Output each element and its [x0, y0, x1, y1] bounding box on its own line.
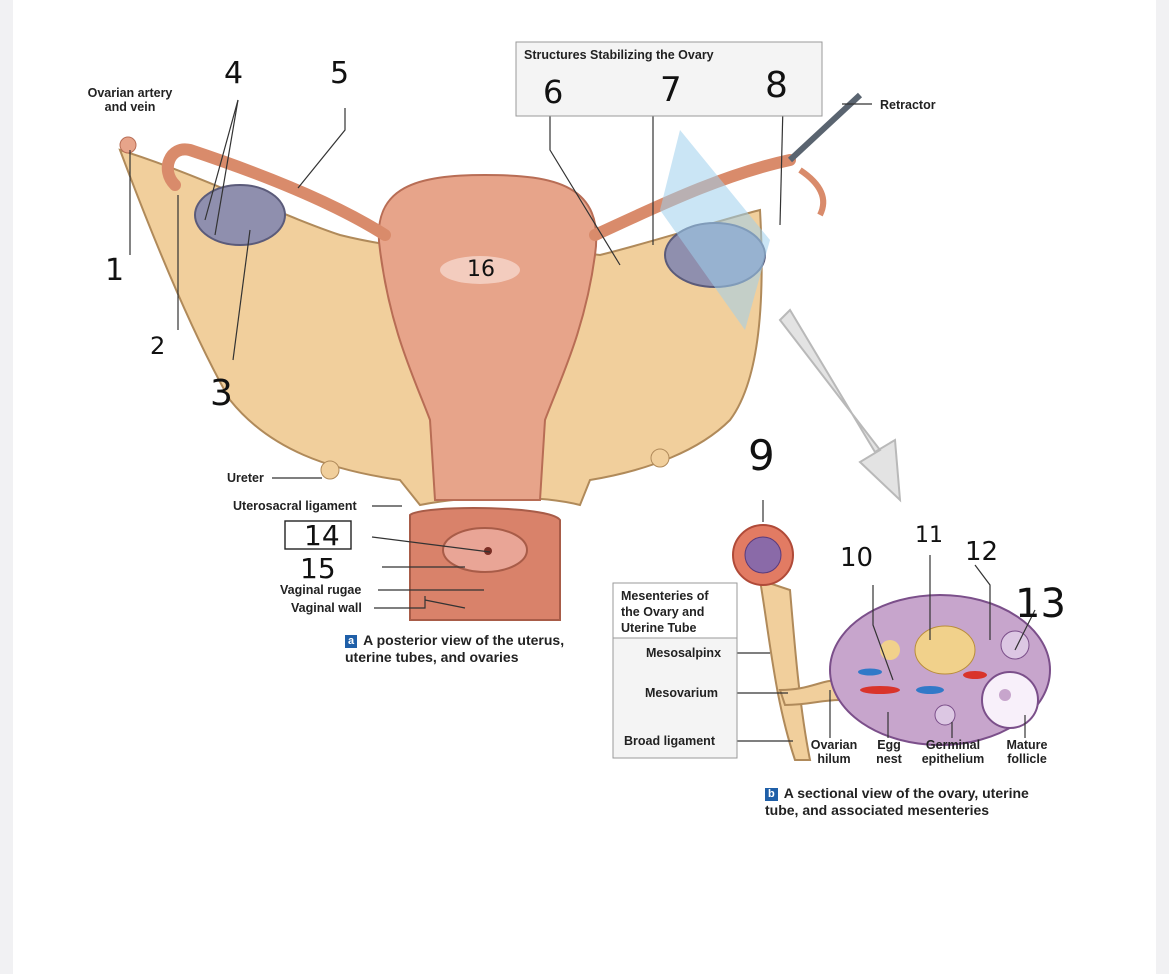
- ovary-left: [194, 184, 286, 246]
- number-15: 15: [300, 552, 336, 585]
- caption-a-tag: a: [345, 635, 358, 648]
- number-13: 13: [1015, 581, 1066, 627]
- number-16: 16: [467, 257, 495, 282]
- label-uterosacral-ligament: Uterosacral ligament: [233, 499, 357, 513]
- label-germinal-epithelium: Germinal epithelium: [921, 738, 985, 766]
- label-mature-follicle: Mature follicle: [1006, 738, 1048, 766]
- broad-ligament-section: [758, 578, 812, 761]
- label-mesosalpinx: Mesosalpinx: [646, 646, 722, 660]
- mesenteries-box-title: Mesenteries of the Ovary and Uterine Tub…: [621, 589, 709, 635]
- retractor-shaft: [787, 92, 863, 163]
- label-ureter: Ureter: [227, 471, 264, 485]
- caption-b-tag: b: [765, 788, 778, 801]
- number-6: 6: [543, 73, 564, 111]
- uterus-body: [377, 173, 598, 501]
- box-structures-stabilizing: [515, 41, 823, 117]
- fimbriae: [798, 167, 827, 217]
- label-vaginal-wall: Vaginal wall: [291, 601, 362, 615]
- number-8: 8: [765, 65, 788, 106]
- label-broad-ligament: Broad ligament: [624, 734, 715, 748]
- number-3: 3: [210, 373, 233, 414]
- number-5: 5: [330, 56, 350, 91]
- number-12: 12: [965, 537, 999, 567]
- number-2: 2: [150, 332, 166, 360]
- label-ovarian-hilum: Ovarian hilum: [810, 738, 858, 766]
- number-4: 4: [224, 56, 244, 91]
- label-egg-nest: Egg nest: [876, 738, 902, 766]
- label-vaginal-rugae: Vaginal rugae: [280, 583, 362, 597]
- number-14: 14: [304, 519, 340, 552]
- section-plane: [660, 130, 770, 330]
- number-10: 10: [840, 543, 874, 573]
- uterine-tube-left: [161, 143, 391, 241]
- caption-b-text: A sectional view of the ovary, uterine t…: [765, 785, 1029, 818]
- number-9: 9: [748, 431, 775, 480]
- label-ovarian-artery: Ovarian artery and vein: [87, 86, 173, 114]
- number-1: 1: [105, 253, 125, 288]
- number-11: 11: [915, 523, 943, 548]
- section-arrow: [778, 308, 902, 503]
- stabilizing-box-title: Structures Stabilizing the Ovary: [524, 48, 714, 62]
- label-retractor: Retractor: [880, 98, 936, 112]
- label-mesovarium: Mesovarium: [645, 686, 718, 700]
- number-7: 7: [660, 70, 682, 110]
- caption-a-text: A posterior view of the uterus, uterine …: [345, 632, 565, 665]
